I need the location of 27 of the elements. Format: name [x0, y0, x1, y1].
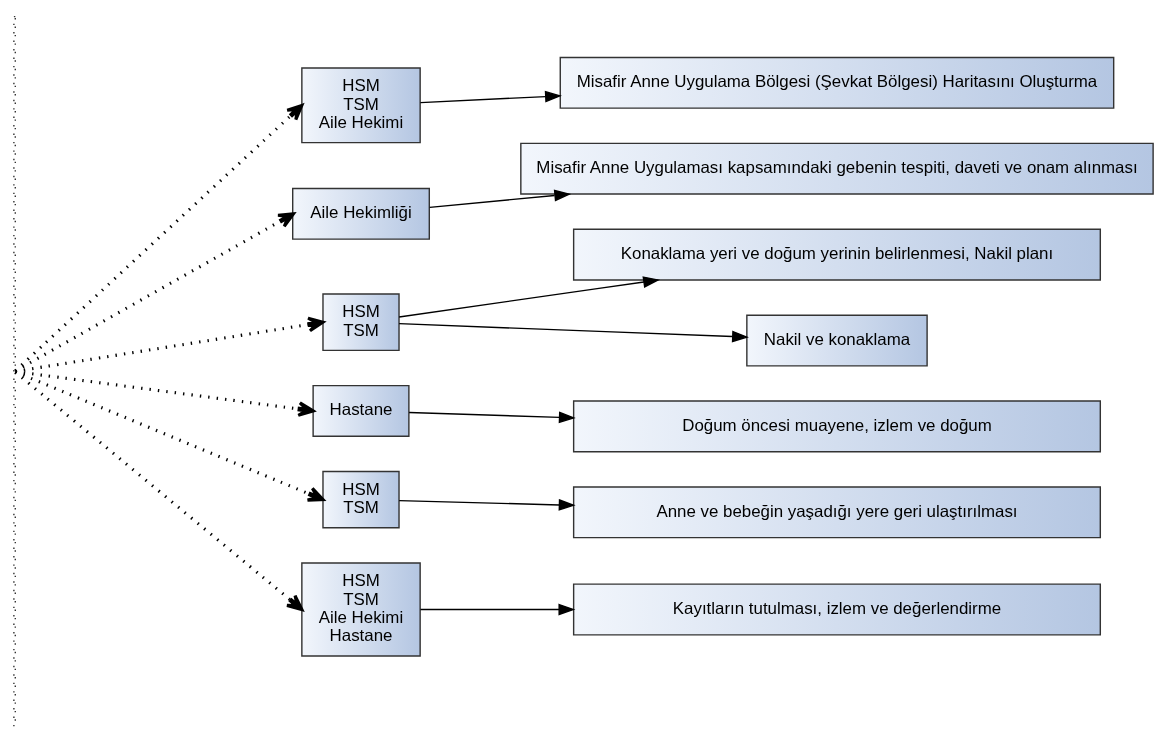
arrow [398, 498, 576, 511]
node-box: Misafir Anne Uygulama Bölgesi (Şevkat Bölgesi) Haritasını Oluşturma [559, 56, 1115, 109]
node-box: HSM TSM Aile Hekimi [301, 66, 421, 143]
arrow [14, 370, 304, 611]
node-box: HSM TSM [322, 470, 400, 528]
arrow [15, 316, 325, 373]
arrow [408, 410, 576, 423]
node-box: Hastane [312, 384, 410, 437]
arrow [419, 90, 562, 103]
node-box: HSM TSM Aile Hekimi Hastane [301, 561, 421, 657]
node-box: Nakil ve konaklama [746, 313, 928, 367]
node-box: Aile Hekimliği [292, 187, 430, 240]
node-box: HSM TSM [322, 292, 400, 351]
node-box: Misafir Anne Uygulaması kapsamındaki gebenin tespiti, daveti ve onam alınması [520, 142, 1154, 195]
arrow [15, 369, 315, 417]
arrow [398, 275, 661, 318]
arrow [429, 189, 572, 208]
node-box: Konaklama yeri ve doğum yerinin belirlenmesi, Nakil planı [572, 228, 1101, 281]
node-box: Anne ve bebeğin yaşadığı yere geri ulaştırılması [572, 485, 1101, 538]
node-box: Kayıtların tutulması, izlem ve değerlendirme [572, 582, 1101, 636]
arrow [14, 369, 325, 502]
arrow [14, 103, 304, 372]
node-box: Doğum öncesi muayene, izlem ve doğum [572, 399, 1101, 452]
arrow [398, 322, 749, 342]
node-bar [13, 15, 16, 727]
arrow [14, 211, 295, 372]
arrow [419, 603, 576, 615]
